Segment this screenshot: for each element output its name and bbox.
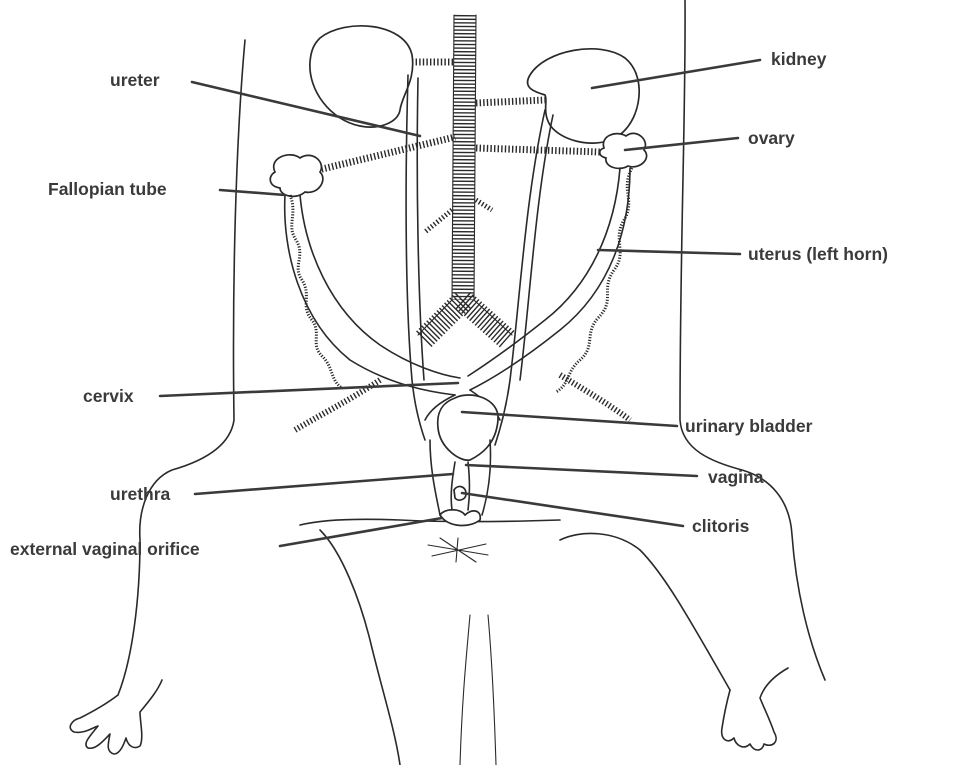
label-uterus-left-horn: uterus (left horn) <box>748 244 888 264</box>
kidney-left-of-image <box>310 26 413 127</box>
label-urinary-bladder: urinary bladder <box>685 416 813 436</box>
label-external-vaginal-orifice: external vaginal orifice <box>10 539 200 559</box>
label-urethra: urethra <box>110 484 171 504</box>
ovary-left-of-image <box>270 155 323 197</box>
aorta <box>418 15 512 340</box>
ovarian-vessel-right <box>476 148 600 152</box>
small-branch-1 <box>425 210 452 232</box>
leader-external-vaginal-orifice <box>280 518 442 546</box>
renal-vessel-right <box>476 100 545 103</box>
ovarian-vessel-left <box>318 137 455 170</box>
perineal-mark <box>428 538 488 562</box>
fallopian-tube-left <box>290 195 342 388</box>
right-foot <box>722 668 788 750</box>
kidney-right-of-image <box>528 49 640 143</box>
ovary-right-of-image <box>600 133 647 168</box>
leader-vagina <box>466 465 697 476</box>
body-outline <box>118 0 825 765</box>
leader-uterus <box>598 250 740 254</box>
label-ureter: ureter <box>110 70 160 90</box>
fallopian-tube-right <box>556 168 632 392</box>
urinary-bladder <box>438 395 498 460</box>
label-vagina: vagina <box>708 467 764 487</box>
small-branch-2 <box>476 200 492 210</box>
label-fallopian-tube: Fallopian tube <box>48 179 167 199</box>
leader-fallopian-tube <box>220 190 285 195</box>
iliac-vessel-right <box>560 375 630 420</box>
ureter-tube-right <box>495 110 545 445</box>
label-ovary: ovary <box>748 128 795 148</box>
external-vaginal-orifice <box>440 510 480 526</box>
leader-urethra <box>195 474 453 494</box>
left-foot <box>70 680 162 754</box>
label-kidney: kidney <box>771 49 827 69</box>
label-clitoris: clitoris <box>692 516 750 536</box>
label-cervix: cervix <box>83 386 134 406</box>
